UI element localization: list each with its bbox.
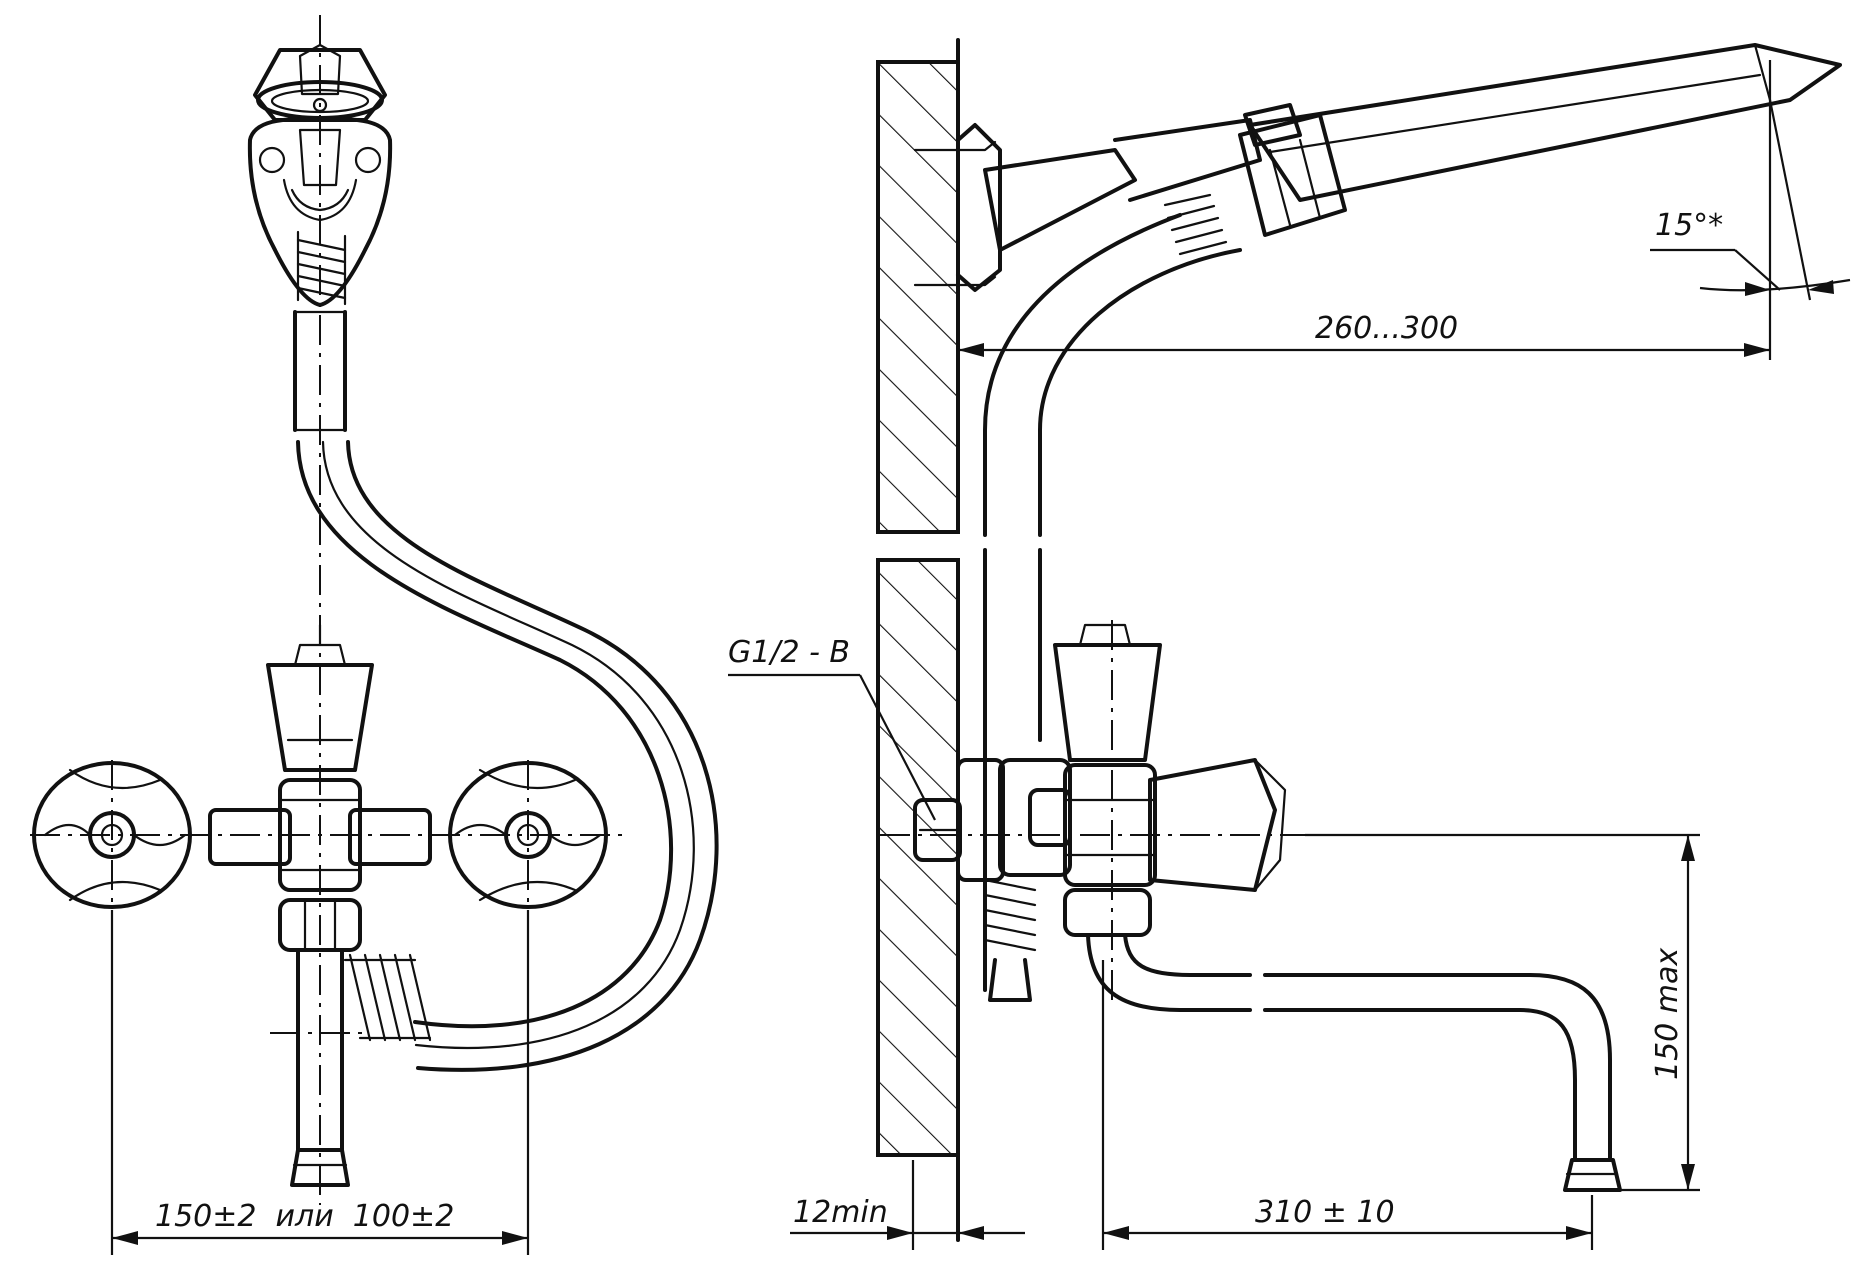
hose-side — [983, 213, 1242, 992]
handle-side — [1148, 758, 1287, 892]
front-view: 150±2 или 100±2 — [30, 15, 719, 1255]
dim-spout-label: 310 ± 10 — [1255, 1195, 1395, 1230]
left-handle-front — [32, 761, 192, 909]
nut-front — [278, 898, 362, 952]
dim-wall-label: 12min — [793, 1195, 888, 1230]
dim-height: 150 max — [1305, 833, 1700, 1192]
dim-wall: 12min — [790, 1160, 1025, 1250]
right-handle-front — [448, 761, 608, 909]
shower-spring-side — [1163, 193, 1228, 256]
dim-spout: 310 ± 10 — [1101, 960, 1594, 1250]
shower-head-side — [1248, 43, 1842, 202]
dim-front-width-label: 150±2 или 100±2 — [155, 1199, 454, 1234]
dim-height-label: 150 max — [1650, 948, 1685, 1080]
spout-front — [290, 948, 350, 1187]
diverter-knob-front — [266, 623, 374, 772]
front-centerlines — [30, 15, 630, 1205]
shower-holder-side — [913, 118, 1262, 292]
lower-spring-side — [983, 878, 1037, 1002]
side-centerlines — [880, 620, 1305, 1000]
spout-side — [1086, 933, 1622, 1192]
eccentric-side — [913, 758, 1005, 882]
nut-side — [1063, 888, 1152, 937]
dim-angle: 15°* — [1650, 60, 1851, 360]
hose-front-upper — [293, 310, 347, 432]
thread-label: G1/2 - B — [728, 635, 850, 670]
hose-spring-top — [296, 230, 347, 306]
wall-section — [876, 38, 960, 1242]
valve-body-side — [998, 758, 1157, 887]
shower-bracket-front — [247, 117, 393, 307]
dim-shower-reach-label: 260...300 — [1315, 311, 1458, 346]
hose-spring-bottom — [343, 953, 432, 1042]
thread-callout: G1/2 - B — [728, 635, 936, 821]
dim-shower-reach: 260...300 — [958, 311, 1770, 357]
diverter-knob-side — [1053, 623, 1162, 762]
shower-nut-side — [1238, 103, 1347, 237]
hose-front-s-curve — [296, 440, 719, 1072]
dim-front-width: 150±2 или 100±2 — [110, 910, 530, 1255]
dim-angle-label: 15°* — [1655, 208, 1723, 243]
side-view: 15°* 260...300 G1/2 - B 12min — [728, 38, 1851, 1250]
mixer-body-front — [208, 778, 432, 892]
